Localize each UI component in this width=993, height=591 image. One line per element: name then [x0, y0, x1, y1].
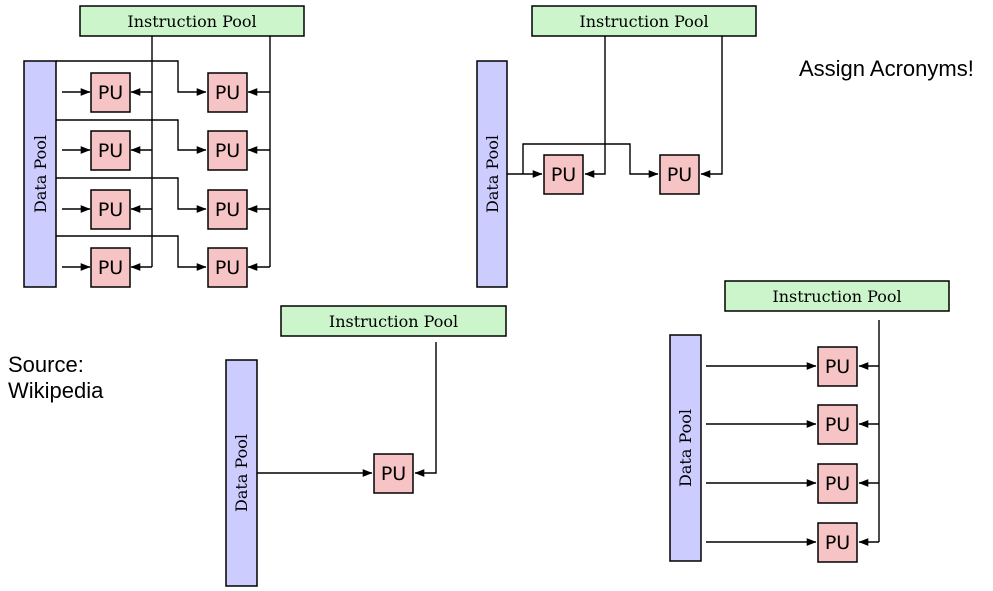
processing-unit — [817, 346, 858, 387]
processing-unit — [817, 463, 858, 504]
pu-label: PU — [98, 140, 123, 162]
data-pool — [225, 359, 258, 587]
data-pool — [476, 60, 508, 288]
data-pool — [23, 60, 57, 288]
pu-label: PU — [98, 82, 123, 104]
pu-label: PU — [381, 463, 406, 485]
diagram-simd: Instruction Pool Data Pool PU PU PU PU — [669, 280, 950, 563]
diagram-misd: Instruction Pool Data Pool PU PU — [476, 5, 757, 288]
pu-label: PU — [825, 414, 850, 436]
instruction-pool — [280, 305, 507, 337]
processing-unit — [659, 154, 700, 195]
pu-label: PU — [215, 140, 240, 162]
instruction-pool-label: Instruction Pool — [127, 12, 256, 31]
processing-unit — [207, 72, 248, 113]
data-pool-label: Data Pool — [483, 135, 502, 213]
processing-unit — [817, 522, 858, 563]
source-label: Source: — [8, 352, 84, 377]
instruction-pool — [79, 5, 305, 37]
processing-unit — [90, 247, 131, 288]
diagram-mimd: Instruction Pool Data Pool PU PU PU — [23, 5, 305, 288]
instruction-pool — [531, 5, 757, 37]
processing-unit — [207, 130, 248, 171]
pu-label: PU — [825, 356, 850, 378]
processing-unit — [543, 154, 584, 195]
instruction-pool — [724, 280, 950, 312]
data-pool-label: Data Pool — [676, 409, 695, 487]
pu-label: PU — [551, 164, 576, 186]
processing-unit — [817, 404, 858, 445]
processing-unit — [207, 189, 248, 230]
processing-unit — [90, 72, 131, 113]
instruction-pool-label: Instruction Pool — [772, 287, 901, 306]
pu-label: PU — [825, 473, 850, 495]
processing-unit — [373, 453, 414, 494]
instruction-pool-label: Instruction Pool — [329, 312, 458, 331]
data-pool-label: Data Pool — [31, 135, 50, 213]
pu-label: PU — [215, 199, 240, 221]
processing-unit — [90, 130, 131, 171]
pu-label: PU — [215, 257, 240, 279]
pu-label: PU — [98, 199, 123, 221]
data-pool — [669, 334, 702, 562]
data-pool-label: Data Pool — [232, 434, 251, 512]
pu-label: PU — [215, 82, 240, 104]
pu-label: PU — [825, 532, 850, 554]
processing-unit — [90, 189, 131, 230]
source-name: Wikipedia — [8, 378, 104, 403]
processing-unit — [207, 247, 248, 288]
pu-label: PU — [98, 257, 123, 279]
diagram-sisd: Instruction Pool Data Pool PU — [225, 305, 507, 587]
instruction-pool-label: Instruction Pool — [579, 12, 708, 31]
assign-acronyms-note: Assign Acronyms! — [799, 56, 974, 81]
pu-label: PU — [667, 164, 692, 186]
